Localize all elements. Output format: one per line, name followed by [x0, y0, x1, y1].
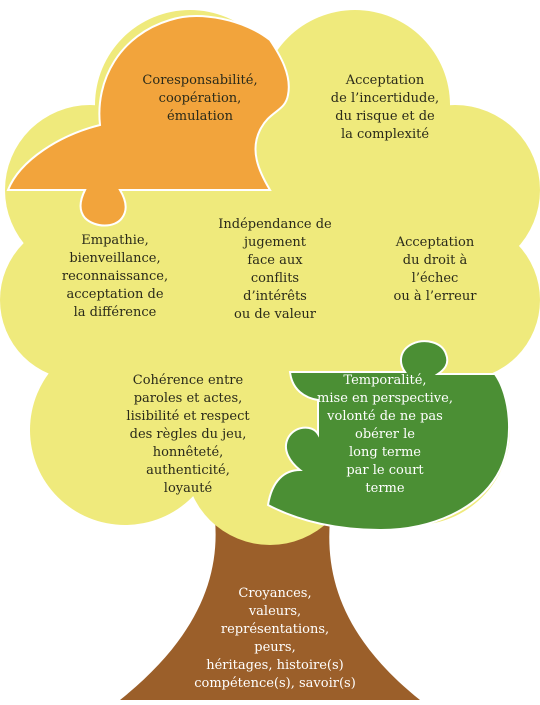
label-coresponsabilite: Coresponsabilité, coopération, émulation [142, 73, 258, 124]
label-acceptation-echec: Acceptation du droit à l’échec ou à l’er… [393, 235, 477, 304]
label-temporalite: Temporalité, mise en perspective, volont… [317, 373, 453, 496]
trunk-shape [120, 520, 420, 700]
label-empathie: Empathie, bienveillance, reconnaissance,… [61, 233, 169, 320]
orange-puzzle-piece [6, 15, 290, 227]
green-puzzle-piece [266, 340, 510, 532]
label-coherence: Cohérence entre paroles et actes, lisibi… [126, 373, 250, 496]
label-trunk: Croyances, valeurs, représentations, peu… [194, 586, 356, 691]
label-acceptation-incertitude: Acceptation de l’incertidude, du risque … [330, 73, 440, 142]
label-independance-jugement: Indépendance de jugement face aux confli… [218, 217, 332, 322]
